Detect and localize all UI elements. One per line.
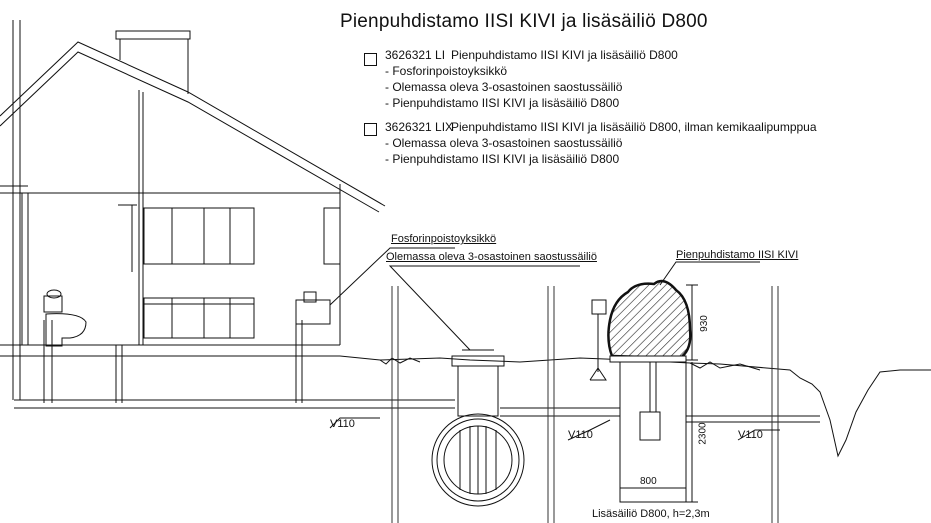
option-1-checkbox[interactable] bbox=[364, 53, 377, 66]
drain-pipe bbox=[14, 399, 820, 423]
option-2-item: - Pienpuhdistamo IISI KIVI ja lisäsäiliö… bbox=[385, 152, 620, 166]
option-1-item: - Olemassa oleva 3-osastoinen saostussäi… bbox=[385, 80, 623, 94]
label-phosphorus-unit: Fosforinpoistoyksikkö bbox=[391, 233, 497, 245]
dimension-lines bbox=[619, 284, 698, 503]
upper-cabinets bbox=[143, 207, 255, 265]
option-1-name: Pienpuhdistamo IISI KIVI ja lisäsäiliö D… bbox=[451, 48, 678, 62]
option-2-checkbox[interactable] bbox=[364, 123, 377, 136]
option-1-code: 3626321 LI bbox=[385, 48, 446, 62]
option-2-item: - Olemassa oleva 3-osastoinen saostussäi… bbox=[385, 136, 623, 150]
label-pipe-1: V110 bbox=[330, 418, 355, 430]
label-pipe-2: V110 bbox=[568, 429, 593, 441]
label-pipe-3: V110 bbox=[738, 429, 763, 441]
option-2-code: 3626321 LIX bbox=[385, 120, 454, 134]
existing-septic-tank bbox=[431, 349, 525, 507]
ground-surface bbox=[339, 355, 931, 458]
label-extra-tank: Lisäsäiliö D800, h=2,3m bbox=[592, 508, 710, 520]
dimension-800: 800 bbox=[640, 476, 657, 487]
label-existing-tank: Olemassa oleva 3-osastoinen saostussäili… bbox=[386, 251, 597, 263]
dimension-2300: 2300 bbox=[697, 422, 709, 445]
chimney bbox=[115, 30, 191, 40]
option-1: 3626321 LI Pienpuhdistamo IISI KIVI ja li… bbox=[385, 47, 678, 111]
option-2-name: Pienpuhdistamo IISI KIVI ja lisäsäiliö D… bbox=[451, 120, 817, 134]
house bbox=[0, 20, 386, 403]
sink bbox=[295, 291, 331, 325]
option-2: 3626321 LIXPienpuhdistamo IISI KIVI ja l… bbox=[385, 119, 817, 167]
option-1-item: - Pienpuhdistamo IISI KIVI ja lisäsäiliö… bbox=[385, 96, 620, 110]
page-title: Pienpuhdistamo IISI KIVI ja lisäsäiliö D… bbox=[340, 11, 708, 32]
dimension-930: 930 bbox=[698, 315, 710, 332]
iisi-kivi-rock bbox=[607, 279, 692, 360]
toilet bbox=[43, 289, 87, 347]
option-1-item: - Fosforinpoistoyksikkö bbox=[385, 64, 508, 78]
lower-cabinets bbox=[143, 297, 255, 339]
label-small-plant: Pienpuhdistamo IISI KIVI bbox=[676, 249, 799, 261]
phosphorus-unit bbox=[589, 299, 607, 381]
